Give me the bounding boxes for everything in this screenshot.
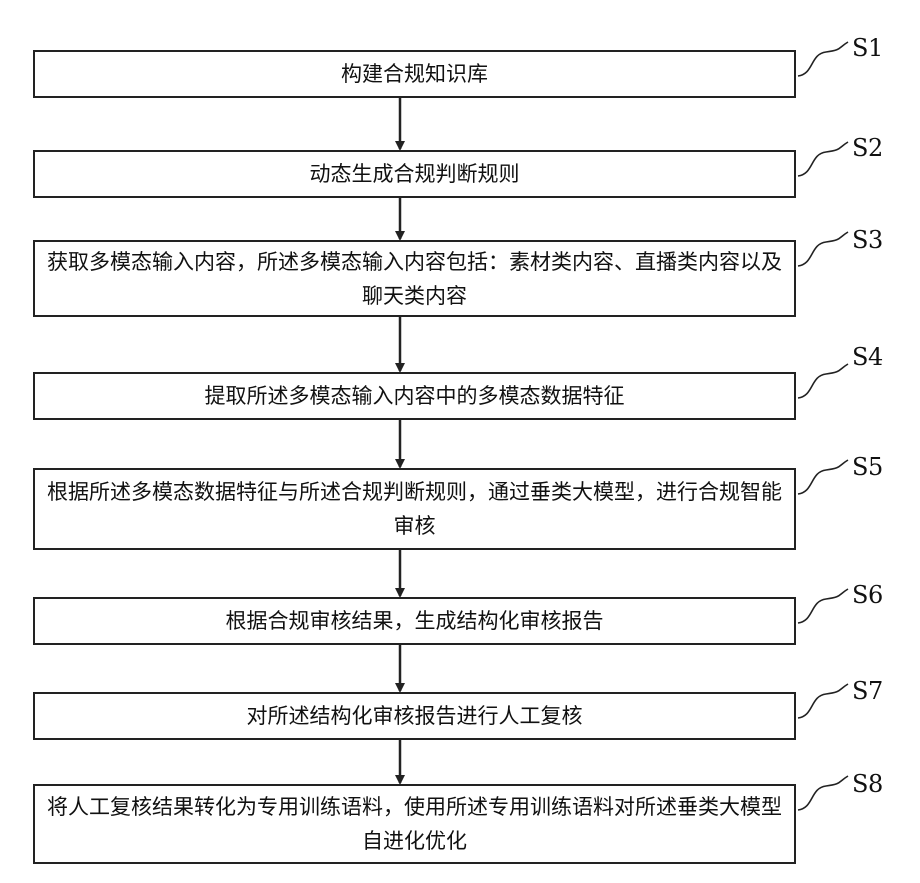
label-leader-line [798, 232, 848, 266]
step-box-s7: 对所述结构化审核报告进行人工复核 [33, 692, 796, 740]
label-leader-line [798, 142, 848, 176]
step-label-s8: S8 [852, 770, 883, 798]
step-text-s5: 根据所述多模态数据特征与所述合规判断规则，通过垂类大模型，进行合规智能审核 [47, 475, 782, 543]
step-label-s4: S4 [852, 343, 883, 371]
step-box-s1: 构建合规知识库 [33, 50, 796, 98]
label-leader-line [798, 589, 848, 623]
step-text-s2: 动态生成合规判断规则 [310, 157, 520, 191]
label-leader-line [798, 460, 848, 494]
step-label-s5: S5 [852, 453, 883, 481]
step-text-s7: 对所述结构化审核报告进行人工复核 [247, 699, 583, 733]
label-leader-line [798, 776, 848, 810]
step-box-s6: 根据合规审核结果，生成结构化审核报告 [33, 597, 796, 645]
step-text-s8: 将人工复核结果转化为专用训练语料，使用所述专用训练语料对所述垂类大模型自进化优化 [47, 790, 782, 858]
step-label-s6: S6 [852, 581, 883, 609]
step-label-s2: S2 [852, 134, 883, 162]
label-leader-line [798, 42, 848, 76]
label-leader-line [798, 364, 848, 398]
step-text-s1: 构建合规知识库 [341, 57, 488, 91]
label-leader-line [798, 684, 848, 718]
step-box-s5: 根据所述多模态数据特征与所述合规判断规则，通过垂类大模型，进行合规智能审核 [33, 468, 796, 550]
step-text-s3: 获取多模态输入内容，所述多模态输入内容包括：素材类内容、直播类内容以及聊天类内容 [47, 245, 782, 313]
step-text-s6: 根据合规审核结果，生成结构化审核报告 [226, 604, 604, 638]
step-label-s3: S3 [852, 226, 883, 254]
step-label-s1: S1 [852, 34, 883, 62]
step-text-s4: 提取所述多模态输入内容中的多模态数据特征 [205, 379, 625, 413]
step-box-s8: 将人工复核结果转化为专用训练语料，使用所述专用训练语料对所述垂类大模型自进化优化 [33, 784, 796, 864]
step-box-s4: 提取所述多模态输入内容中的多模态数据特征 [33, 372, 796, 420]
step-box-s2: 动态生成合规判断规则 [33, 150, 796, 198]
step-label-s7: S7 [852, 677, 883, 705]
step-box-s3: 获取多模态输入内容，所述多模态输入内容包括：素材类内容、直播类内容以及聊天类内容 [33, 240, 796, 317]
